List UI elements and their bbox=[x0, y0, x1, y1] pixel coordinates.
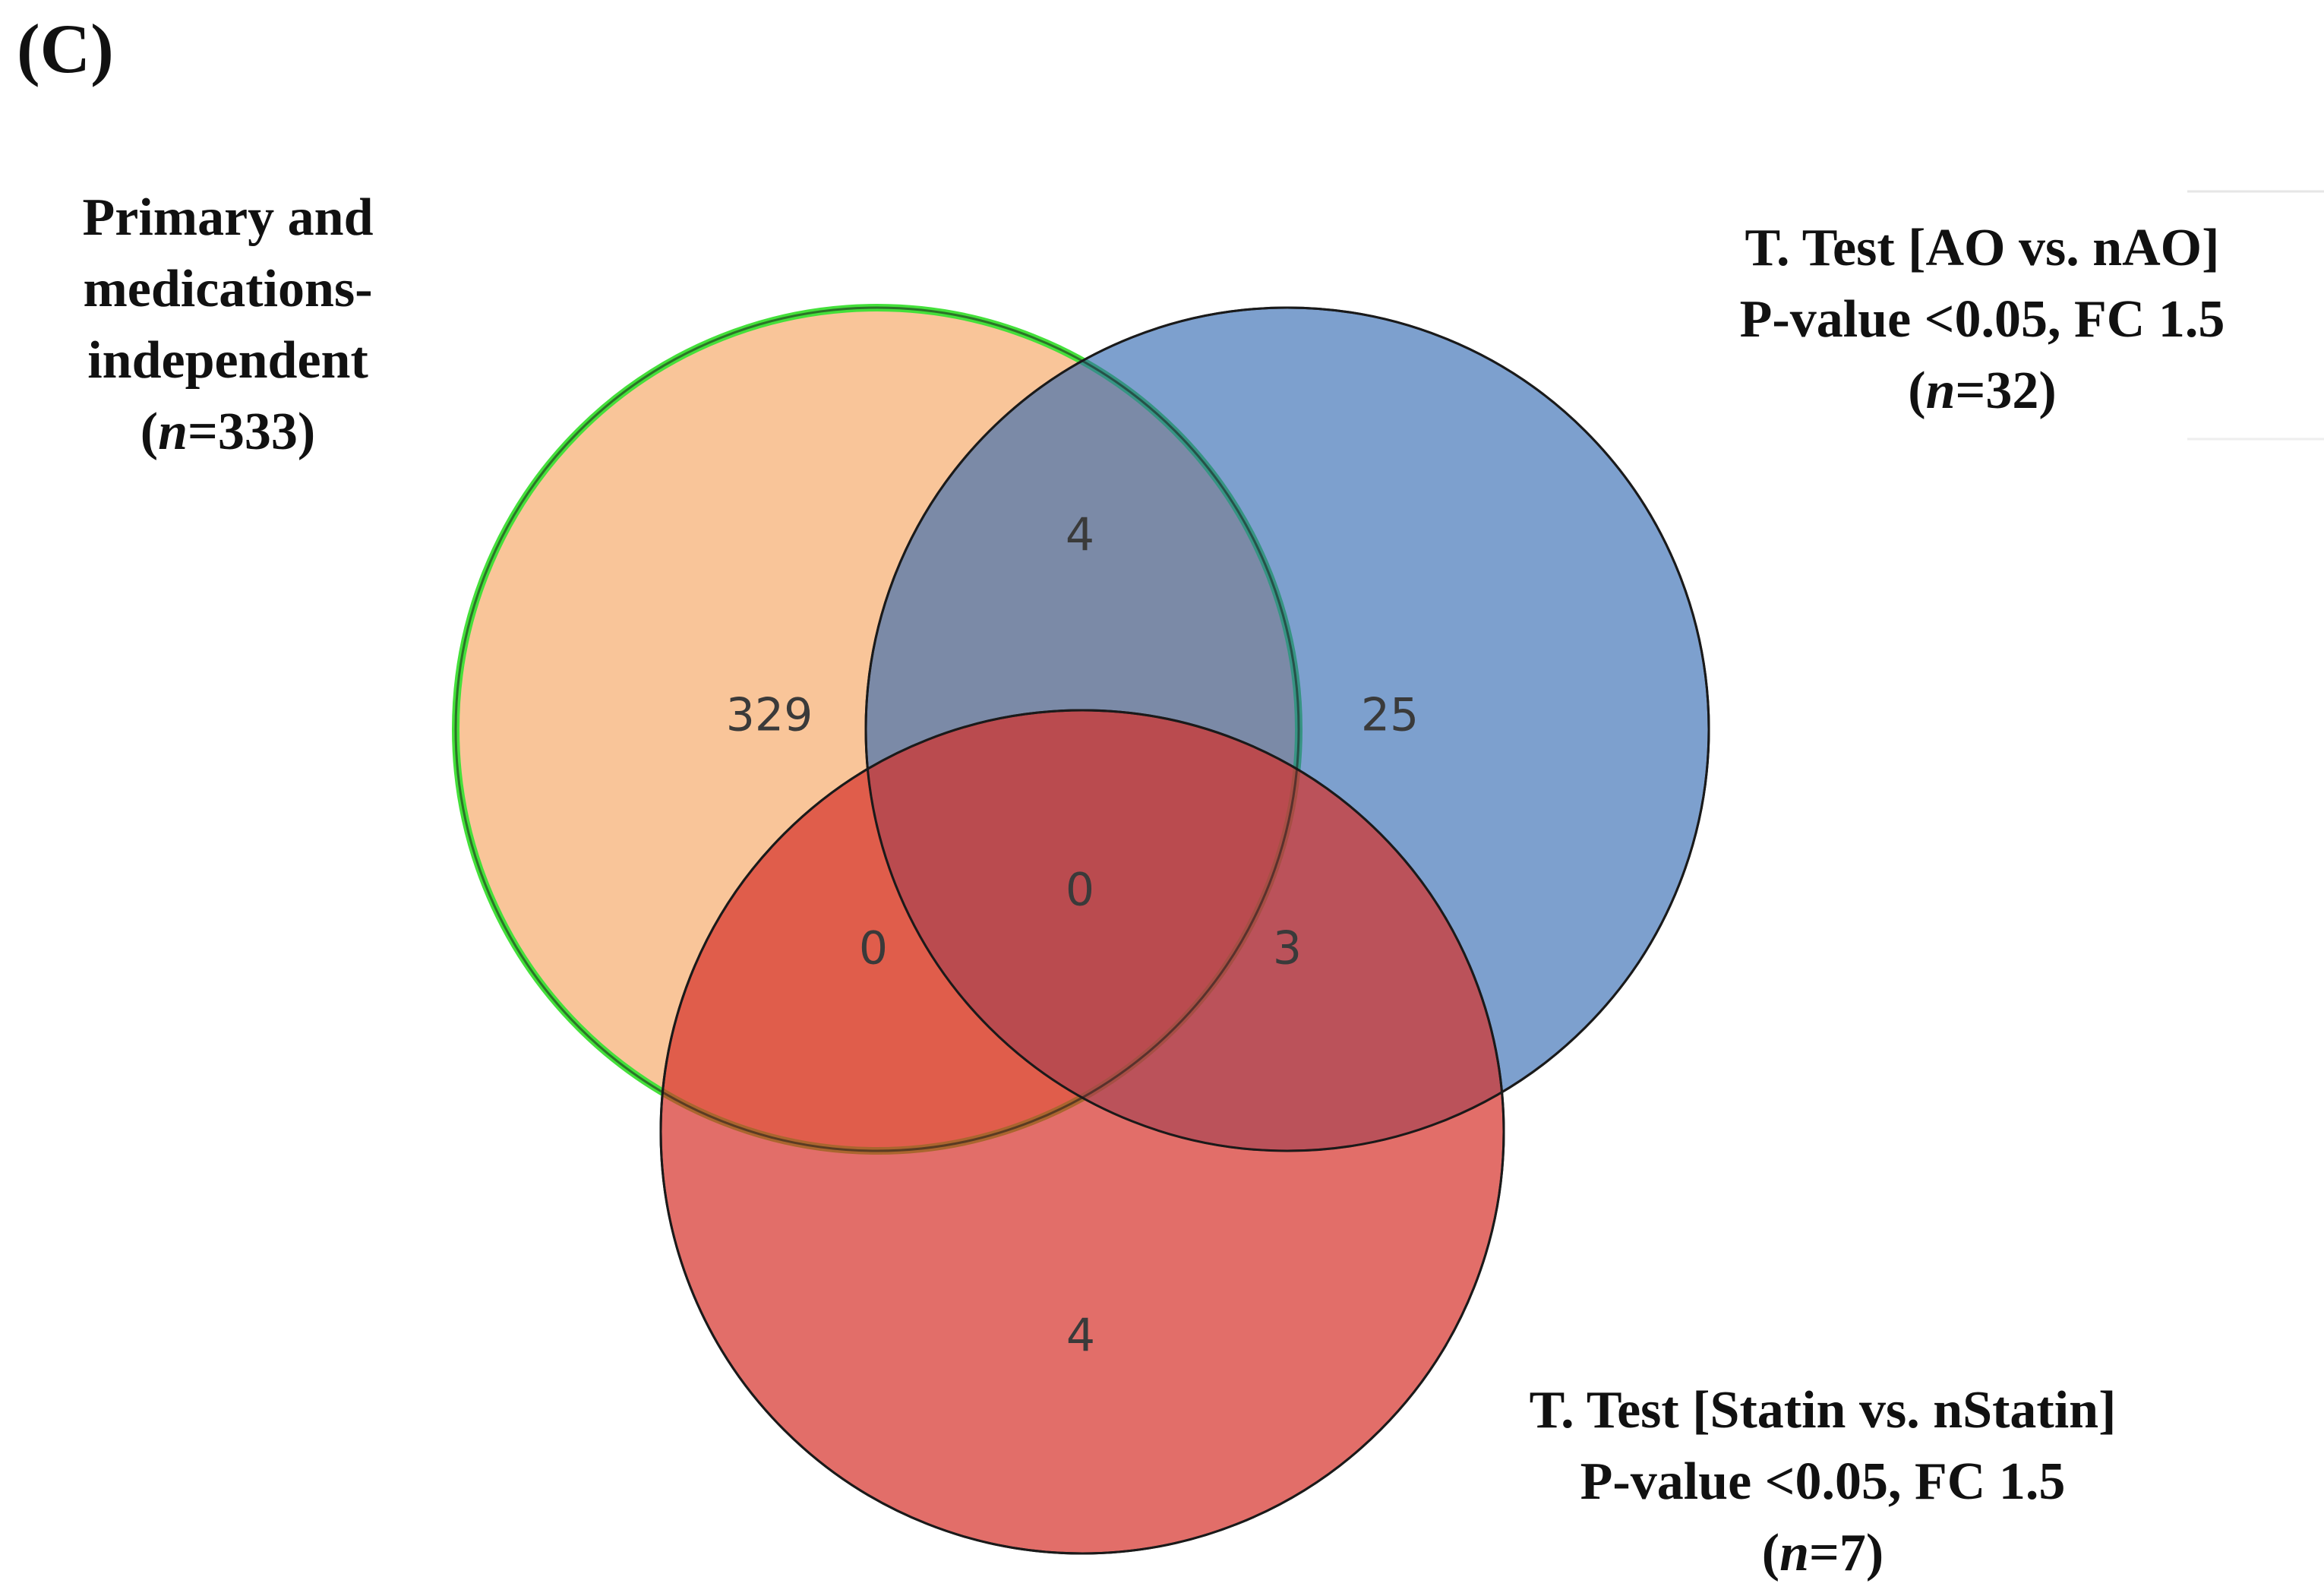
count-ao-statin: 3 bbox=[1273, 922, 1302, 975]
count-all-three: 0 bbox=[1066, 864, 1094, 917]
set-label-line: independent bbox=[87, 331, 368, 390]
set-label-line: T. Test [AO vs. nAO] bbox=[1745, 219, 2220, 277]
panel-label: (C) bbox=[17, 10, 114, 87]
venn-outline-statin-test bbox=[659, 709, 1505, 1555]
set-count-label: (n=333) bbox=[140, 403, 316, 461]
set-label-line: medications- bbox=[83, 260, 373, 318]
venn-outline-ao-test bbox=[864, 306, 1710, 1152]
venn-circle-statin-test bbox=[659, 709, 1505, 1555]
set-count-label: (n=32) bbox=[1908, 362, 2057, 420]
set-label-line: T. Test [Statin vs. nStatin] bbox=[1529, 1381, 2117, 1440]
count-primary-statin: 0 bbox=[859, 922, 888, 975]
set-label-line: Primary and bbox=[82, 188, 374, 247]
set-label-line: P-value <0.05, FC 1.5 bbox=[1580, 1452, 2066, 1511]
count-ao-only: 25 bbox=[1361, 689, 1419, 742]
count-primary-only: 329 bbox=[726, 689, 813, 742]
count-primary-ao: 4 bbox=[1066, 509, 1094, 562]
set-label-primary: Primary and medications- independent (n=… bbox=[30, 182, 425, 468]
set-label-line: P-value <0.05, FC 1.5 bbox=[1739, 290, 2225, 349]
venn-outline-primary bbox=[454, 306, 1300, 1152]
set-label-statin-test: T. Test [Statin vs. nStatin] P-value <0.… bbox=[1443, 1375, 2202, 1589]
count-statin-only: 4 bbox=[1066, 1310, 1095, 1363]
set-count-label: (n=7) bbox=[1761, 1524, 1884, 1582]
set-label-ao-test: T. Test [AO vs. nAO] P-value <0.05, FC 1… bbox=[1640, 213, 2324, 427]
